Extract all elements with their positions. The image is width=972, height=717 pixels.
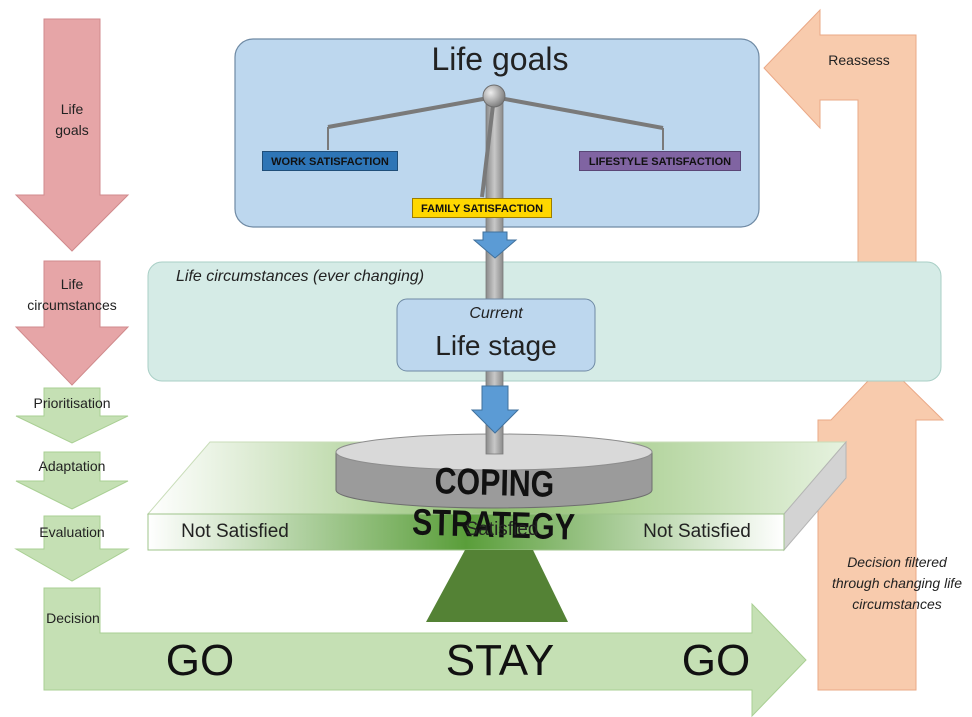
not-satisfied-right-label: Not Satisfied	[643, 521, 751, 542]
life-circumstances-label: Life circumstances (ever changing)	[176, 268, 425, 285]
decision-arrow	[43, 587, 807, 717]
step-label-life-goals: Life goals	[55, 101, 89, 138]
adaptation-step-arrow	[15, 451, 129, 510]
life-stage-title: Life stage	[435, 330, 557, 361]
scale-pivot-ball	[482, 84, 506, 108]
decision-filtered-arrow	[817, 362, 945, 691]
stay-label: STAY	[445, 636, 555, 685]
step-label-life-circumstances: Life circumstances	[27, 276, 117, 313]
life-goals-title: Life goals	[431, 41, 569, 77]
platform-front	[147, 513, 785, 551]
decision-filtered-note: Decision filtered through changing life …	[832, 554, 962, 612]
satisfied-label: Satisfied	[465, 519, 539, 540]
not-satisfied-left-label: Not Satisfied	[181, 521, 289, 542]
evaluation-step-arrow	[14, 515, 130, 582]
go-right-label: GO	[681, 636, 751, 685]
fulcrum	[426, 550, 568, 622]
blue-arrow-lower	[470, 385, 520, 434]
life-circumstances-step-arrow	[14, 260, 130, 386]
work-satisfaction-badge: WORK SATISFACTION	[262, 151, 398, 171]
life-goals-step-arrow	[14, 18, 130, 252]
step-label-evaluation: Evaluation	[39, 524, 105, 540]
lifestyle-satisfaction-badge: LIFESTYLE SATISFACTION	[579, 151, 741, 171]
scale-beam-left	[327, 95, 495, 129]
prioritisation-step-arrow	[15, 387, 129, 444]
scale-beam-right	[493, 95, 664, 130]
family-satisfaction-badge: FAMILY SATISFACTION	[412, 198, 552, 218]
step-label-prioritisation: Prioritisation	[33, 395, 111, 411]
blue-arrow-upper	[472, 231, 518, 259]
step-label-adaptation: Adaptation	[38, 458, 106, 474]
life-stage-sub: Current	[469, 305, 523, 322]
scale-beam-family	[480, 96, 496, 198]
go-left-label: GO	[165, 636, 235, 685]
life-stage-box	[396, 298, 596, 372]
reassess-label: Reassess	[828, 52, 890, 68]
step-label-decision: Decision	[46, 610, 100, 626]
